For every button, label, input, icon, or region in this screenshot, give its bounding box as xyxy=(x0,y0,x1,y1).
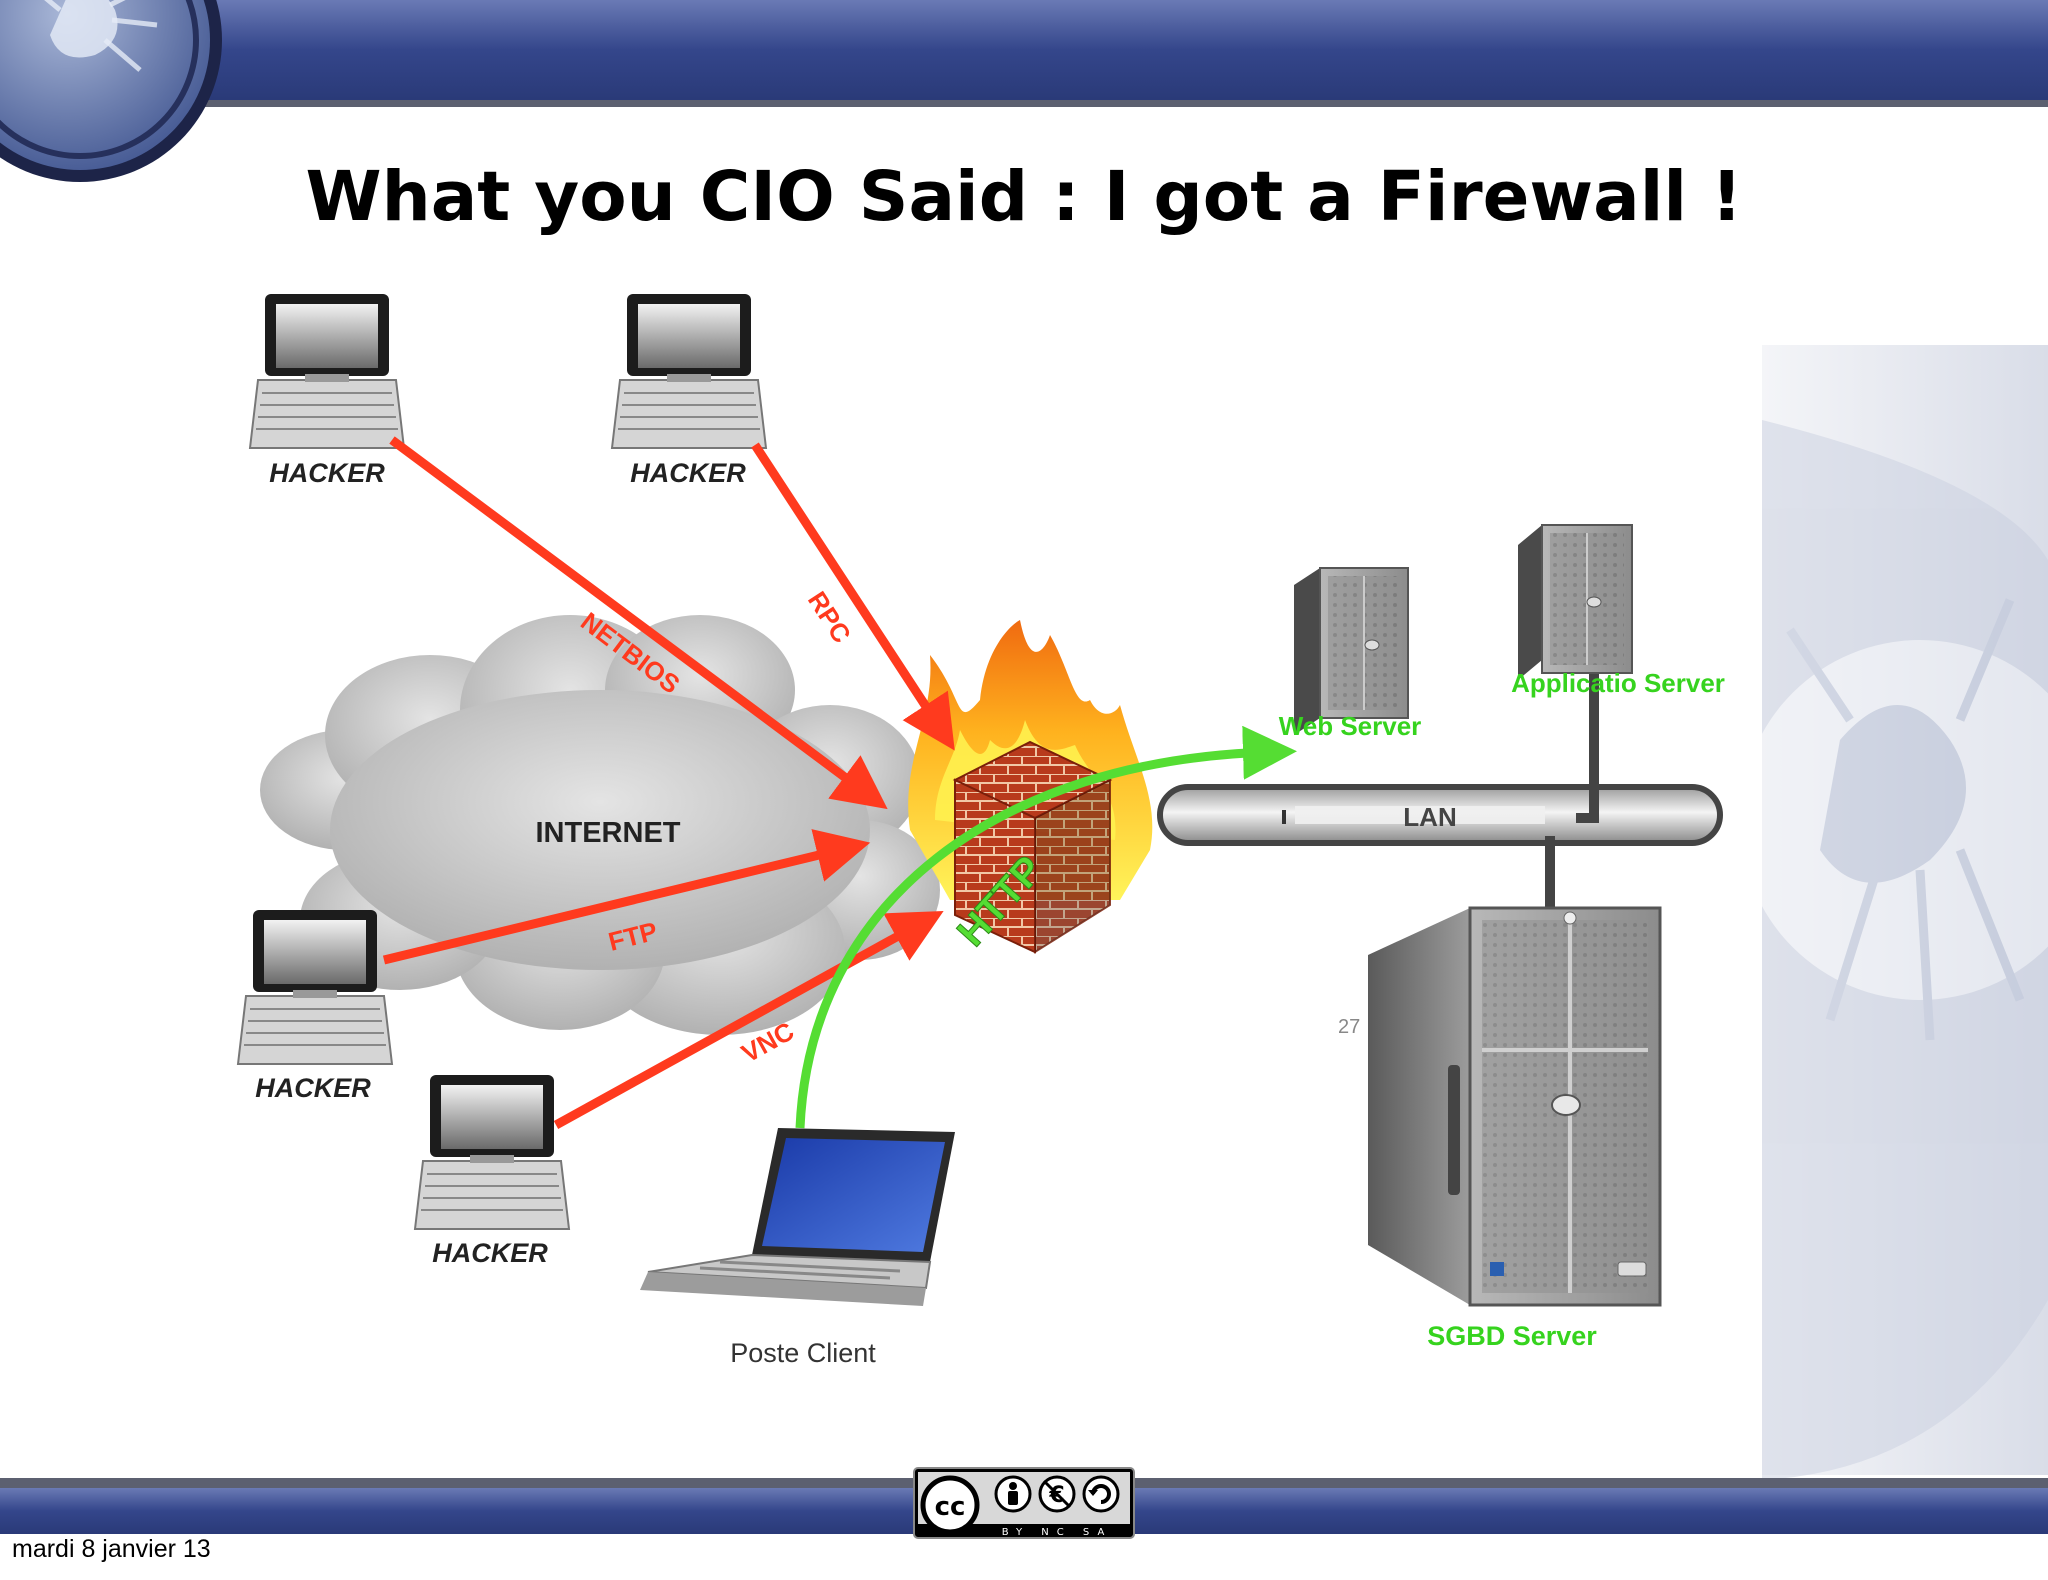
attack-arrow xyxy=(553,910,944,1129)
attack-arrow xyxy=(751,442,955,751)
lan-label: LAN xyxy=(1403,802,1456,832)
footer-strip xyxy=(0,1534,2048,1576)
hacker-label: HACKER xyxy=(255,1073,371,1103)
header-divider xyxy=(0,100,2048,107)
web-server-icon xyxy=(1294,567,1409,735)
sgbd-server-icon xyxy=(1368,906,1662,1307)
hacker-label: HACKER xyxy=(269,458,385,488)
hacker-computer-icon xyxy=(236,910,394,1065)
cc-logo-text: cc xyxy=(935,1492,966,1522)
hacker-computer-icon xyxy=(413,1075,571,1230)
cc-logo-icon: cc xyxy=(920,1475,980,1535)
client-laptop-icon xyxy=(640,1128,955,1306)
internet-cloud xyxy=(260,615,940,1035)
share-alike-icon xyxy=(1082,1475,1120,1513)
application-server-label: Applicatio Server xyxy=(1511,668,1725,698)
header-bar xyxy=(0,0,2048,100)
by-person-icon xyxy=(994,1475,1032,1513)
background-wasp-icon xyxy=(1740,420,2048,1480)
slide-title: What you CIO Said : I got a Firewall ! xyxy=(305,157,1742,237)
hacker-computer-icon xyxy=(610,294,768,449)
page-number: 27 xyxy=(1338,1016,1361,1038)
date-footer: mardi 8 janvier 13 xyxy=(12,1535,211,1563)
http-allowed-arrow xyxy=(795,725,1297,1129)
hacker-computer-icon xyxy=(248,294,406,449)
no-commercial-icon: € xyxy=(1038,1475,1076,1513)
owasp-logo-icon xyxy=(0,0,222,182)
lan-pipe xyxy=(1157,784,1723,846)
license-labels: BY NC SA xyxy=(1002,1527,1113,1538)
firewall-icon xyxy=(908,620,1153,954)
cc-license-badge[interactable]: cc € BY NC SA xyxy=(913,1467,1135,1539)
attack-arrow xyxy=(382,829,871,965)
hacker-label: HACKER xyxy=(432,1238,548,1268)
client-label: Poste Client xyxy=(730,1338,876,1368)
app-server-connector xyxy=(1576,640,1599,823)
attack-arrow xyxy=(389,436,888,810)
application-server-icon xyxy=(1518,524,1633,680)
sgbd-server-label: SGBD Server xyxy=(1427,1321,1597,1351)
internet-label: INTERNET xyxy=(536,817,681,849)
web-server-label: Web Server xyxy=(1279,711,1422,741)
hacker-label: HACKER xyxy=(630,458,746,488)
